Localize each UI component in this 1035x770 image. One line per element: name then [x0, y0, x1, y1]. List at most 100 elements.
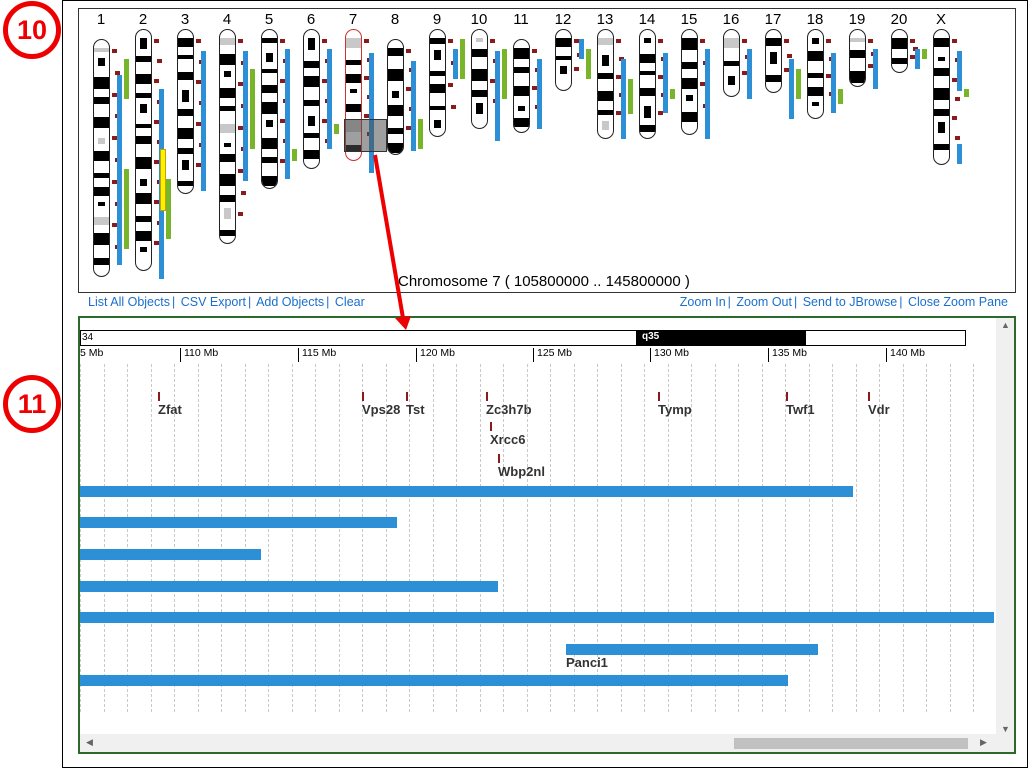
feature-marker[interactable]	[787, 53, 792, 58]
hit-bar-blue[interactable]	[705, 49, 710, 139]
chromosome-label-1[interactable]: 1	[96, 11, 106, 28]
feature-label[interactable]: Tst	[406, 402, 425, 417]
scroll-up-icon[interactable]: ▲	[1001, 320, 1010, 330]
chromosome-label-16[interactable]: 16	[722, 11, 740, 28]
hit-bar-green[interactable]	[502, 49, 507, 99]
feature-marker[interactable]	[616, 111, 621, 115]
hit-bar-green[interactable]	[250, 69, 255, 149]
hit-bar-green[interactable]	[166, 179, 171, 239]
hit-bar-blue[interactable]	[453, 49, 458, 79]
feature-marker[interactable]	[112, 179, 117, 184]
feature-marker[interactable]	[448, 39, 453, 43]
horizontal-scrollbar[interactable]: ◀ ▶	[80, 734, 1014, 752]
feature-marker[interactable]	[364, 39, 369, 43]
feature-marker[interactable]	[112, 92, 117, 97]
feature-marker[interactable]	[157, 59, 162, 64]
feature-marker[interactable]	[616, 75, 621, 79]
hit-bar-blue[interactable]	[201, 51, 206, 191]
scroll-right-icon[interactable]: ▶	[980, 737, 987, 747]
hit-bar-green[interactable]	[838, 89, 843, 104]
feature-marker[interactable]	[955, 97, 960, 101]
chromosome-label-3[interactable]: 3	[180, 11, 190, 28]
chromosome-8[interactable]	[387, 39, 404, 155]
feature-marker[interactable]	[154, 200, 159, 205]
feature-marker[interactable]	[196, 121, 201, 126]
feature-tick[interactable]	[158, 392, 160, 401]
hit-bar-blue[interactable]	[495, 51, 500, 141]
hit-bar-blue[interactable]	[243, 51, 248, 181]
chromosome-10[interactable]	[471, 29, 488, 129]
hit-bar-blue[interactable]	[663, 53, 668, 113]
feature-marker[interactable]	[112, 136, 117, 141]
feature-marker[interactable]	[532, 86, 537, 90]
feature-label[interactable]: Vdr	[868, 402, 890, 417]
chromosome-20[interactable]	[891, 29, 908, 73]
chromosome-label-8[interactable]: 8	[390, 11, 400, 28]
feature-label[interactable]: Wbp2nl	[498, 464, 545, 479]
feature-marker[interactable]	[241, 190, 246, 195]
hit-bar-blue[interactable]	[537, 59, 542, 129]
hit-bar-blue[interactable]	[873, 49, 878, 89]
chromosome-label-9[interactable]: 9	[432, 11, 442, 28]
hit-bar-blue[interactable]	[579, 39, 584, 59]
chromosome-16[interactable]	[723, 29, 740, 97]
feature-label[interactable]: Tymp	[658, 402, 692, 417]
feature-marker[interactable]	[280, 39, 285, 43]
hit-bar-blue[interactable]	[327, 69, 332, 99]
chromosome-label-10[interactable]: 10	[470, 11, 488, 28]
feature-marker[interactable]	[700, 39, 705, 43]
hit-bar-green[interactable]	[628, 79, 633, 99]
feature-marker[interactable]	[322, 119, 327, 123]
chromosome-label-15[interactable]: 15	[680, 11, 698, 28]
feature-marker[interactable]	[115, 70, 120, 75]
feature-tick[interactable]	[486, 392, 488, 401]
hit-bar-blue[interactable]	[621, 59, 626, 139]
horizontal-scroll-thumb[interactable]	[734, 738, 968, 749]
close-zoom-pane-link[interactable]: Close Zoom Pane	[907, 295, 1008, 309]
feature-marker[interactable]	[364, 76, 369, 81]
feature-tick[interactable]	[498, 454, 500, 463]
feature-marker[interactable]	[154, 160, 159, 165]
feature-label[interactable]: Twf1	[786, 402, 815, 417]
hit-bar-blue[interactable]	[789, 59, 794, 119]
chromosome-label-19[interactable]: 19	[848, 11, 866, 28]
feature-marker[interactable]	[112, 223, 117, 228]
hit-bar-green[interactable]	[670, 89, 675, 99]
scroll-left-icon[interactable]: ◀	[86, 737, 93, 747]
feature-marker[interactable]	[616, 39, 621, 43]
feature-marker[interactable]	[955, 135, 960, 140]
chromosome-1[interactable]	[93, 39, 110, 277]
feature-marker[interactable]	[952, 116, 957, 121]
feature-marker[interactable]	[658, 111, 663, 115]
chromosome-x[interactable]	[933, 29, 950, 165]
hit-bar-green[interactable]	[922, 49, 927, 59]
feature-track-bar[interactable]	[80, 517, 397, 528]
feature-label[interactable]: Zfat	[158, 402, 182, 417]
scroll-down-icon[interactable]: ▼	[1001, 724, 1010, 734]
chromosome-17[interactable]	[765, 29, 782, 93]
hit-bar-blue[interactable]	[915, 49, 920, 69]
feature-track-bar[interactable]	[80, 549, 261, 560]
chromosome-label-18[interactable]: 18	[806, 11, 824, 28]
feature-marker[interactable]	[406, 125, 411, 130]
feature-marker[interactable]	[196, 163, 201, 168]
clear-link[interactable]: Clear	[334, 295, 365, 309]
list-all-objects-link[interactable]: List All Objects	[88, 295, 170, 309]
feature-marker[interactable]	[154, 240, 159, 245]
feature-marker[interactable]	[112, 49, 117, 53]
chromosome-11[interactable]	[513, 39, 530, 133]
csv-export-link[interactable]: CSV Export	[180, 295, 247, 309]
feature-label[interactable]: Panci1	[566, 655, 608, 670]
feature-track-bar[interactable]	[80, 486, 853, 497]
hit-bar-blue[interactable]	[957, 144, 962, 164]
feature-label[interactable]: Zc3h7b	[486, 402, 532, 417]
feature-marker[interactable]	[742, 39, 747, 43]
hit-bar-green[interactable]	[628, 99, 633, 114]
feature-marker[interactable]	[406, 87, 411, 92]
feature-marker[interactable]	[868, 64, 873, 69]
zoom-in-link[interactable]: Zoom In	[679, 295, 726, 309]
hit-bar-green[interactable]	[796, 69, 801, 99]
feature-marker[interactable]	[238, 125, 243, 130]
